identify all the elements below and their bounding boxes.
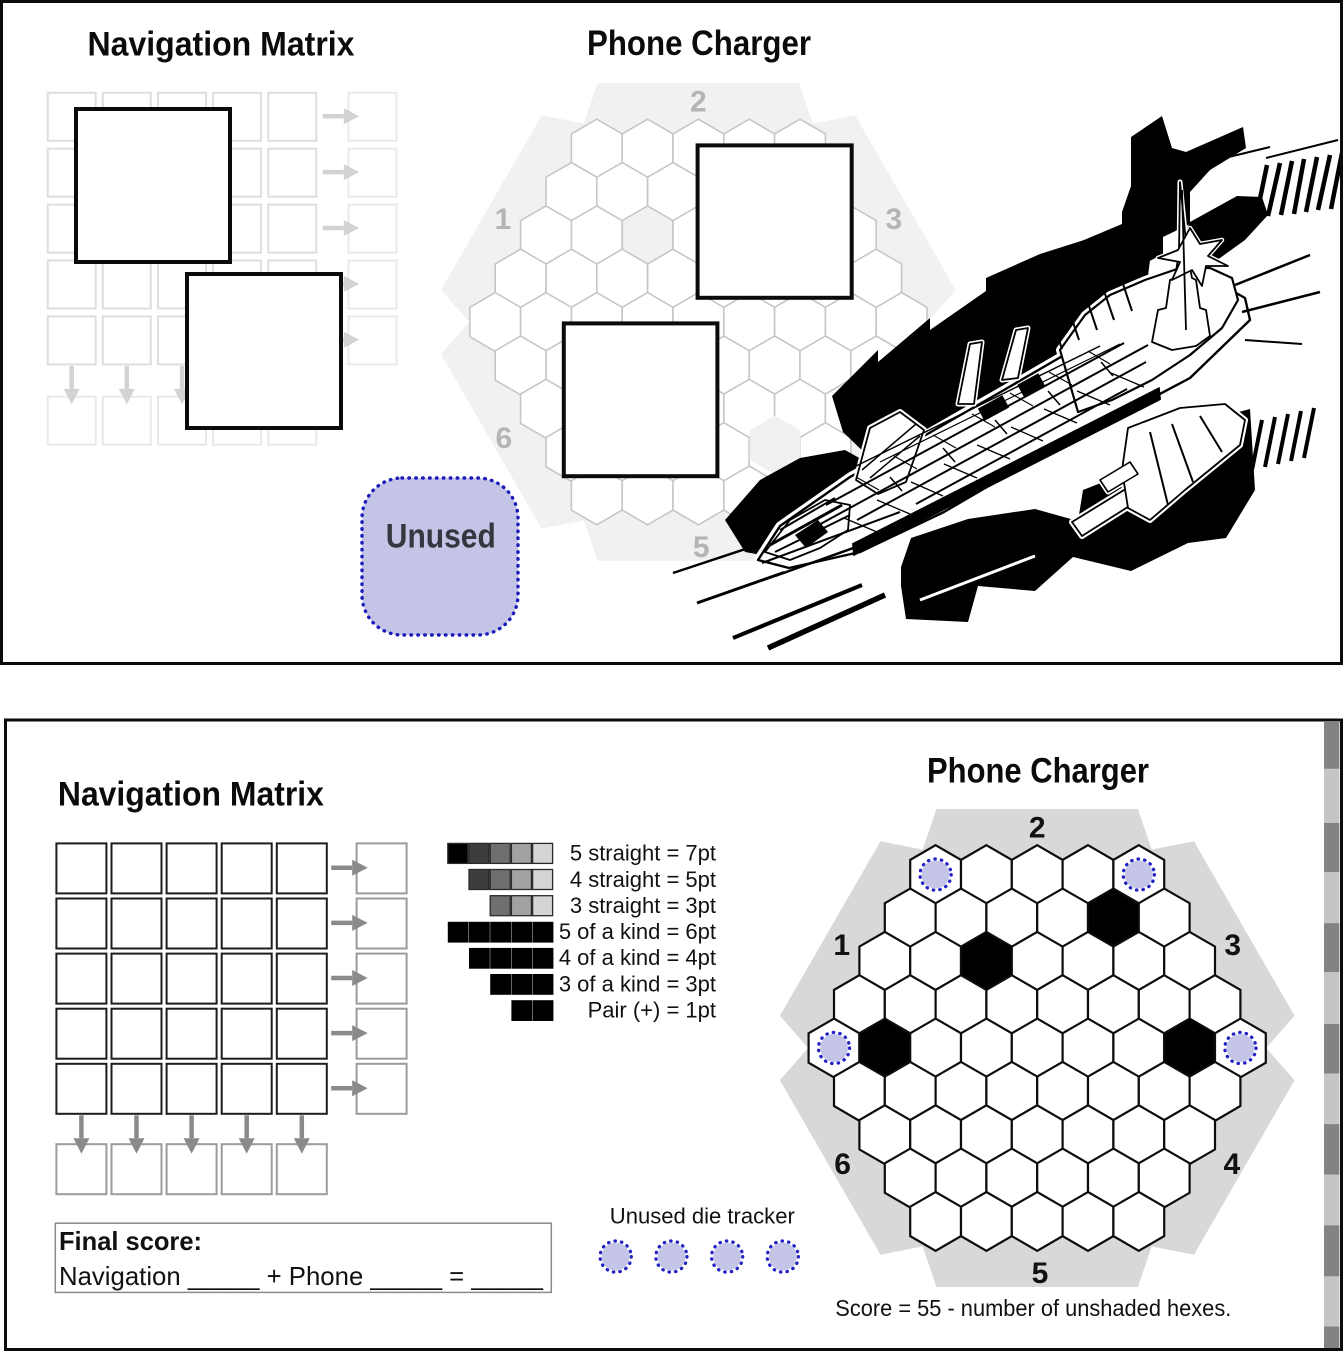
svg-text:2: 2 [690,86,707,119]
svg-text:4: 4 [1223,1148,1240,1181]
svg-text:Navigation _____ + Phone ____: Navigation _____ + Phone _____ = _____ [59,1261,544,1291]
svg-text:5: 5 [1032,1257,1049,1290]
svg-text:Pair (+) = 1pt: Pair (+) = 1pt [588,998,716,1023]
svg-text:6: 6 [495,422,512,455]
svg-text:1: 1 [833,929,850,962]
svg-text:Score = 55 - number of unshade: Score = 55 - number of unshaded hexes. [835,1295,1231,1321]
svg-text:2: 2 [1029,812,1046,845]
svg-text:Phone Charger: Phone Charger [587,24,811,63]
svg-text:3 straight = 3pt: 3 straight = 3pt [570,893,716,918]
svg-text:Unused die tracker: Unused die tracker [610,1204,795,1229]
svg-text:4 of a kind = 4pt: 4 of a kind = 4pt [559,945,716,970]
svg-text:6: 6 [834,1148,851,1181]
svg-text:3 of a kind = 3pt: 3 of a kind = 3pt [559,971,716,996]
svg-text:3: 3 [886,203,903,236]
svg-text:Unused: Unused [386,518,496,556]
svg-text:Phone Charger: Phone Charger [927,751,1149,790]
svg-text:1: 1 [495,203,512,236]
svg-text:5 of a kind = 6pt: 5 of a kind = 6pt [559,919,716,944]
svg-text:5 straight = 7pt: 5 straight = 7pt [570,841,716,866]
svg-text:Final score:: Final score: [59,1226,202,1256]
svg-text:Navigation Matrix: Navigation Matrix [88,26,355,64]
svg-text:3: 3 [1224,929,1241,962]
svg-text:Navigation Matrix: Navigation Matrix [58,775,324,813]
svg-text:5: 5 [693,531,710,564]
svg-text:4 straight = 5pt: 4 straight = 5pt [570,867,716,892]
